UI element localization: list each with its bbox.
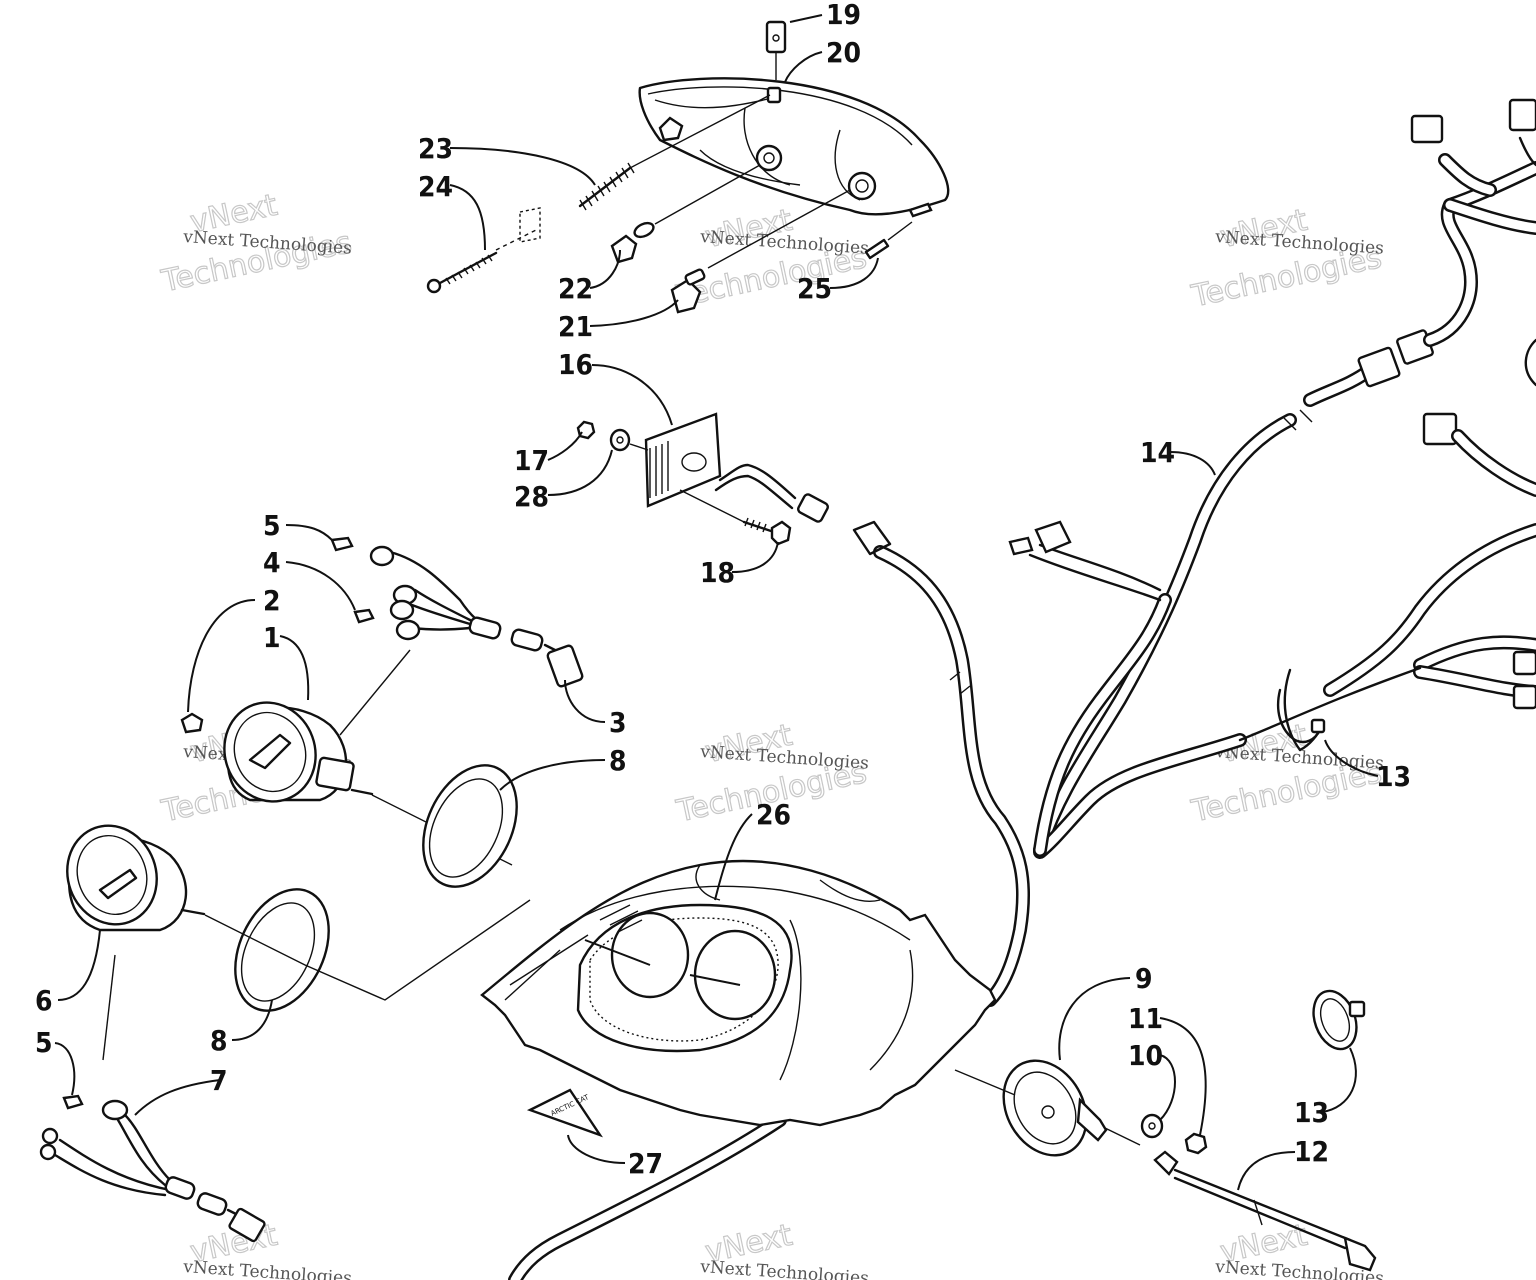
callout-27: 27	[628, 1147, 663, 1180]
speedometer-gauge-1[interactable]	[211, 649, 513, 866]
gauge-bezel-8-upper[interactable]	[405, 750, 535, 902]
watermark-small: vNext Technologies	[699, 1257, 870, 1280]
voltage-regulator-16[interactable]	[644, 412, 829, 523]
callout-13-lower: 13	[1294, 1096, 1329, 1129]
nut-11[interactable]	[1184, 1132, 1208, 1155]
callout-1: 1	[263, 621, 281, 654]
callout-24: 24	[418, 170, 453, 203]
clip-25[interactable]	[864, 221, 913, 260]
leader-lines	[54, 14, 1379, 1191]
speedometer-cable-12[interactable]	[1153, 1150, 1377, 1272]
callout-3: 3	[609, 706, 627, 739]
callout-23: 23	[418, 132, 453, 165]
tachometer-gauge-6[interactable]	[54, 813, 531, 1061]
washer-10[interactable]	[1140, 1113, 1164, 1139]
bulb-5-upper[interactable]	[330, 536, 354, 552]
callout-9: 9	[1135, 962, 1153, 995]
callout-8-lower: 8	[210, 1024, 228, 1057]
callout-4: 4	[263, 546, 281, 579]
callout-5-upper: 5	[263, 509, 281, 542]
adjuster-screw-24[interactable]	[426, 207, 541, 294]
callout-2: 2	[263, 584, 281, 617]
callout-11: 11	[1128, 1002, 1163, 1035]
callout-17: 17	[514, 444, 549, 477]
cable-adapter-9[interactable]	[954, 1046, 1141, 1171]
wiring-harness-14[interactable]	[508, 98, 1536, 1280]
washer-28[interactable]	[609, 428, 649, 452]
bulb-4[interactable]	[353, 608, 375, 624]
callout-10: 10	[1128, 1039, 1163, 1072]
callout-14: 14	[1140, 436, 1175, 469]
bolt-18[interactable]	[679, 489, 792, 546]
callout-8-upper: 8	[609, 744, 627, 777]
callout-21: 21	[558, 310, 593, 343]
wire-lead-7[interactable]	[39, 1099, 266, 1243]
gauge-bezel-8-lower[interactable]	[217, 874, 347, 1026]
bracket-19[interactable]	[765, 20, 787, 80]
callout-12: 12	[1294, 1135, 1329, 1168]
adjuster-spring-23[interactable]	[578, 94, 771, 211]
callout-16: 16	[558, 348, 593, 381]
callout-13-upper: 13	[1376, 760, 1411, 793]
callout-labels: 19 20 23 24 22 21 25 16 17 28 18 14 5 4 …	[35, 0, 1411, 1180]
bulb-2[interactable]	[180, 712, 204, 734]
headlight-assembly[interactable]	[638, 77, 950, 218]
wire-lead-3[interactable]	[369, 545, 584, 688]
callout-28: 28	[514, 480, 549, 513]
bulb-22[interactable]	[610, 164, 761, 264]
callout-20: 20	[826, 36, 861, 69]
callout-26: 26	[756, 798, 791, 831]
dash-panel-26[interactable]	[480, 859, 997, 1127]
decal-27[interactable]: ARCTIC CAT	[526, 1088, 604, 1138]
callout-25: 25	[797, 272, 832, 305]
bulb-5-lower[interactable]	[62, 1094, 84, 1110]
callout-22: 22	[558, 272, 593, 305]
callout-5-lower: 5	[35, 1026, 53, 1059]
cable-tie-13-upper[interactable]	[1276, 688, 1326, 744]
cable-tie-13-lower[interactable]	[1306, 985, 1366, 1055]
callout-18: 18	[700, 556, 735, 589]
callout-19: 19	[826, 0, 861, 31]
callout-7: 7	[210, 1064, 228, 1097]
socket-21[interactable]	[670, 189, 851, 314]
watermark-small: vNext Technologies	[182, 1257, 353, 1280]
callout-6: 6	[35, 984, 53, 1017]
